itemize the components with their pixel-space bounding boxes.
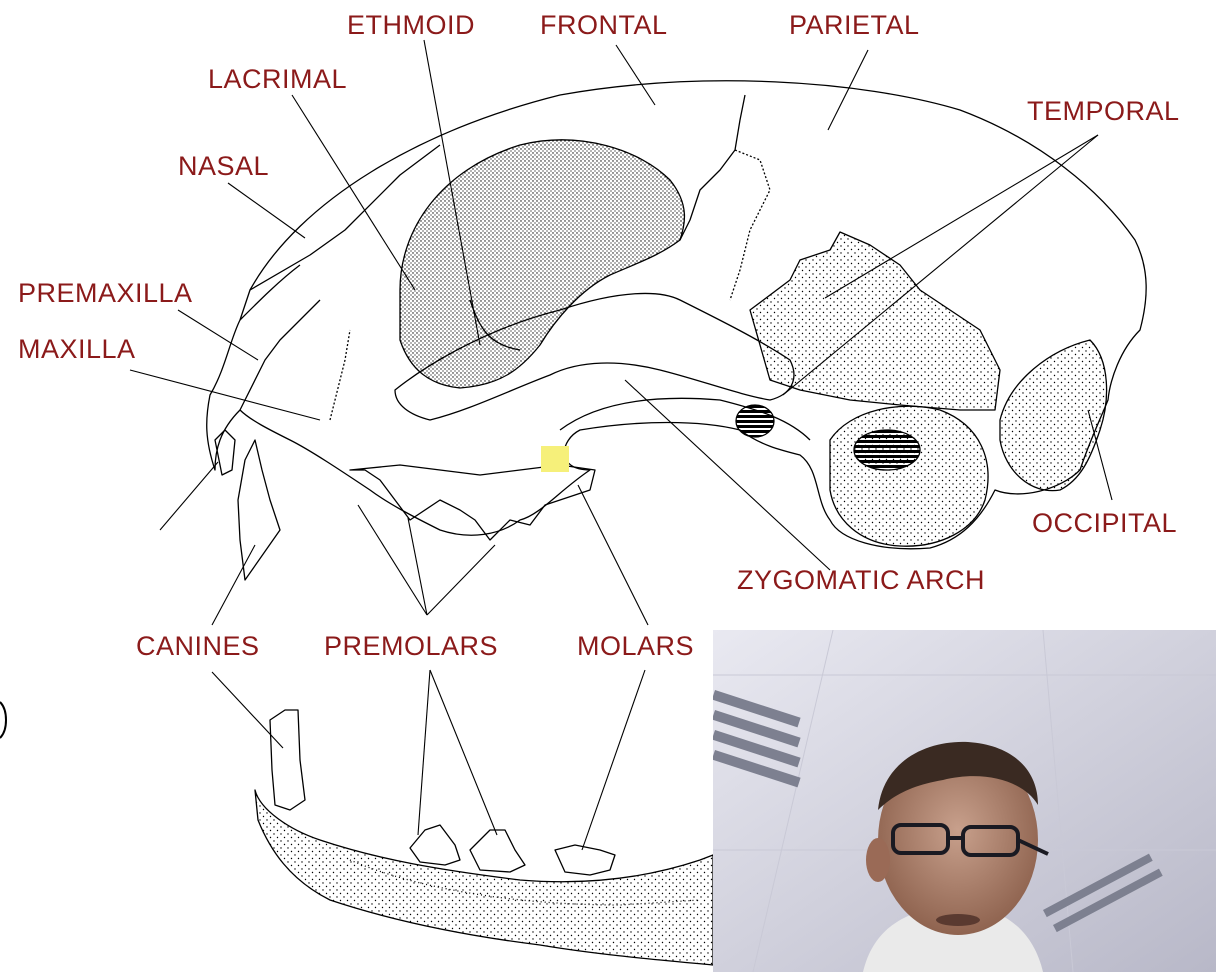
label-lacrimal: LACRIMAL	[208, 66, 347, 93]
leader-canines-lower	[212, 672, 283, 748]
label-molars: MOLARS	[577, 633, 694, 660]
presenter-webcam-feed	[713, 630, 1216, 972]
lower-canine	[270, 710, 305, 810]
label-canines: CANINES	[136, 633, 260, 660]
leader-premolars-e	[430, 670, 497, 835]
leader-premolars-c	[427, 545, 495, 615]
lower-premolar-2	[470, 830, 525, 872]
leader-premolars-d	[418, 670, 430, 835]
upper-incisor	[215, 430, 235, 475]
leader-molars	[578, 485, 648, 625]
label-ethmoid: ETHMOID	[347, 12, 475, 39]
label-premolars: PREMOLARS	[324, 633, 498, 660]
leader-molars-lower	[582, 670, 645, 850]
webcam-image	[713, 630, 1216, 972]
leader-frontal	[616, 45, 655, 105]
label-premaxilla: PREMAXILLA	[18, 280, 193, 307]
highlight-marker	[541, 446, 569, 472]
edge-bracket-fragment	[0, 700, 10, 740]
temporal-region	[750, 232, 1000, 410]
lower-premolar-1	[410, 825, 460, 865]
occipital-region	[1000, 340, 1107, 491]
label-zygomatic-arch: ZYGOMATIC ARCH	[737, 567, 985, 594]
leader-nasal	[228, 183, 305, 238]
mandible	[255, 790, 713, 965]
upper-canine	[238, 440, 280, 580]
label-nasal: NASAL	[178, 153, 269, 180]
leader-premaxilla	[178, 310, 258, 360]
label-maxilla: MAXILLA	[18, 336, 136, 363]
upper-premolars	[350, 465, 595, 540]
small-foramen	[736, 405, 774, 437]
leader-zygomatic	[625, 380, 830, 570]
leader-canines-a	[212, 545, 255, 625]
lower-molar	[555, 845, 615, 875]
auditory-bulla	[830, 406, 988, 546]
orbit-region	[400, 140, 684, 388]
leader-temporal-a	[825, 135, 1098, 298]
label-frontal: FRONTAL	[540, 12, 668, 39]
leader-lacrimal	[292, 95, 415, 290]
label-occipital: OCCIPITAL	[1032, 510, 1177, 537]
label-temporal: TEMPORAL	[1027, 98, 1180, 125]
cranium-outline	[207, 81, 1146, 549]
leader-canines-b	[160, 462, 218, 530]
label-parietal: PARIETAL	[789, 12, 920, 39]
ear-opening	[854, 430, 920, 470]
leader-maxilla	[130, 370, 320, 420]
